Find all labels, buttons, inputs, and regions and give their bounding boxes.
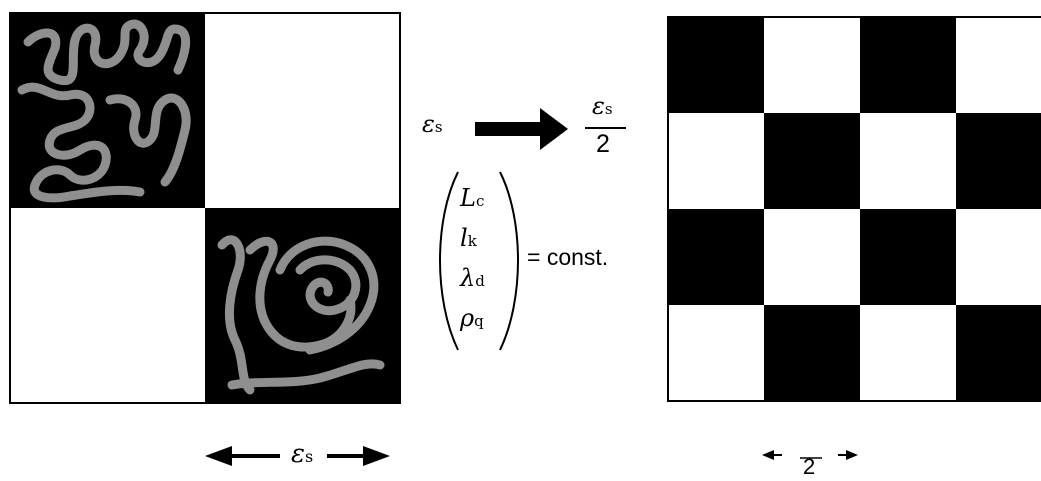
right-scale-denominator: 2 — [803, 454, 816, 479]
checker-cell-r3-c3 — [956, 305, 1041, 401]
left-scale-arrow — [205, 446, 390, 466]
checker-cell-r1-c3 — [956, 113, 1041, 209]
equals-const: = const. — [527, 244, 609, 270]
checker-cell-r3-c0 — [668, 305, 764, 401]
vector-entry-lambda-d: λd — [460, 264, 485, 292]
polymer-chain-bottom-right — [217, 235, 385, 395]
vector-entry-Lc: Lc — [460, 184, 485, 212]
center-fraction-numerator: εs — [592, 92, 613, 121]
vector-entries: Lc lk λd ρq — [460, 178, 500, 342]
checker-cell-r2-c1 — [764, 209, 860, 305]
checker-cell-r0-c2 — [860, 17, 956, 113]
epsilon-symbol: ε — [422, 110, 435, 138]
checker-cell-r1-c1 — [764, 113, 860, 209]
checker-cell-r1-c0 — [668, 113, 764, 209]
left-panel — [9, 12, 401, 404]
vector-entry-rho-q: ρq — [460, 304, 484, 332]
checker-cell-r2-c3 — [956, 209, 1041, 305]
s-subscript: s — [434, 118, 443, 136]
checker-cell-r1-c2 — [860, 113, 956, 209]
epsilon-symbol: ε — [592, 92, 605, 120]
center-fraction-denominator: 2 — [596, 130, 610, 158]
checker-cell-r0-c0 — [668, 17, 764, 113]
vector-right-paren — [499, 171, 519, 351]
checker-cell-r2-c2 — [860, 209, 956, 305]
right-checkerboard — [667, 16, 1041, 402]
checker-cell-r0-c1 — [764, 17, 860, 113]
vector-entry-lk: lk — [460, 224, 477, 252]
center-eps-label: εs — [422, 110, 443, 139]
checker-cell-r3-c1 — [764, 305, 860, 401]
checker-cell-r2-c0 — [668, 209, 764, 305]
left-scale-label: εs — [291, 439, 313, 469]
checkerboard-border — [667, 16, 1041, 402]
polymer-chain-top-left — [17, 19, 191, 203]
epsilon-symbol: ε — [291, 439, 305, 469]
left-cell-white-bottom-left — [10, 208, 205, 403]
checker-cell-r3-c2 — [860, 305, 956, 401]
checker-cell-r0-c3 — [956, 17, 1041, 113]
s-subscript: s — [304, 447, 314, 466]
vector-left-paren — [439, 171, 459, 351]
left-panel-border — [9, 12, 401, 404]
left-cell-white-top-right — [205, 13, 400, 208]
s-subscript: s — [604, 100, 613, 118]
right-scale-arrow — [762, 450, 858, 460]
scaling-arrow — [475, 108, 568, 150]
